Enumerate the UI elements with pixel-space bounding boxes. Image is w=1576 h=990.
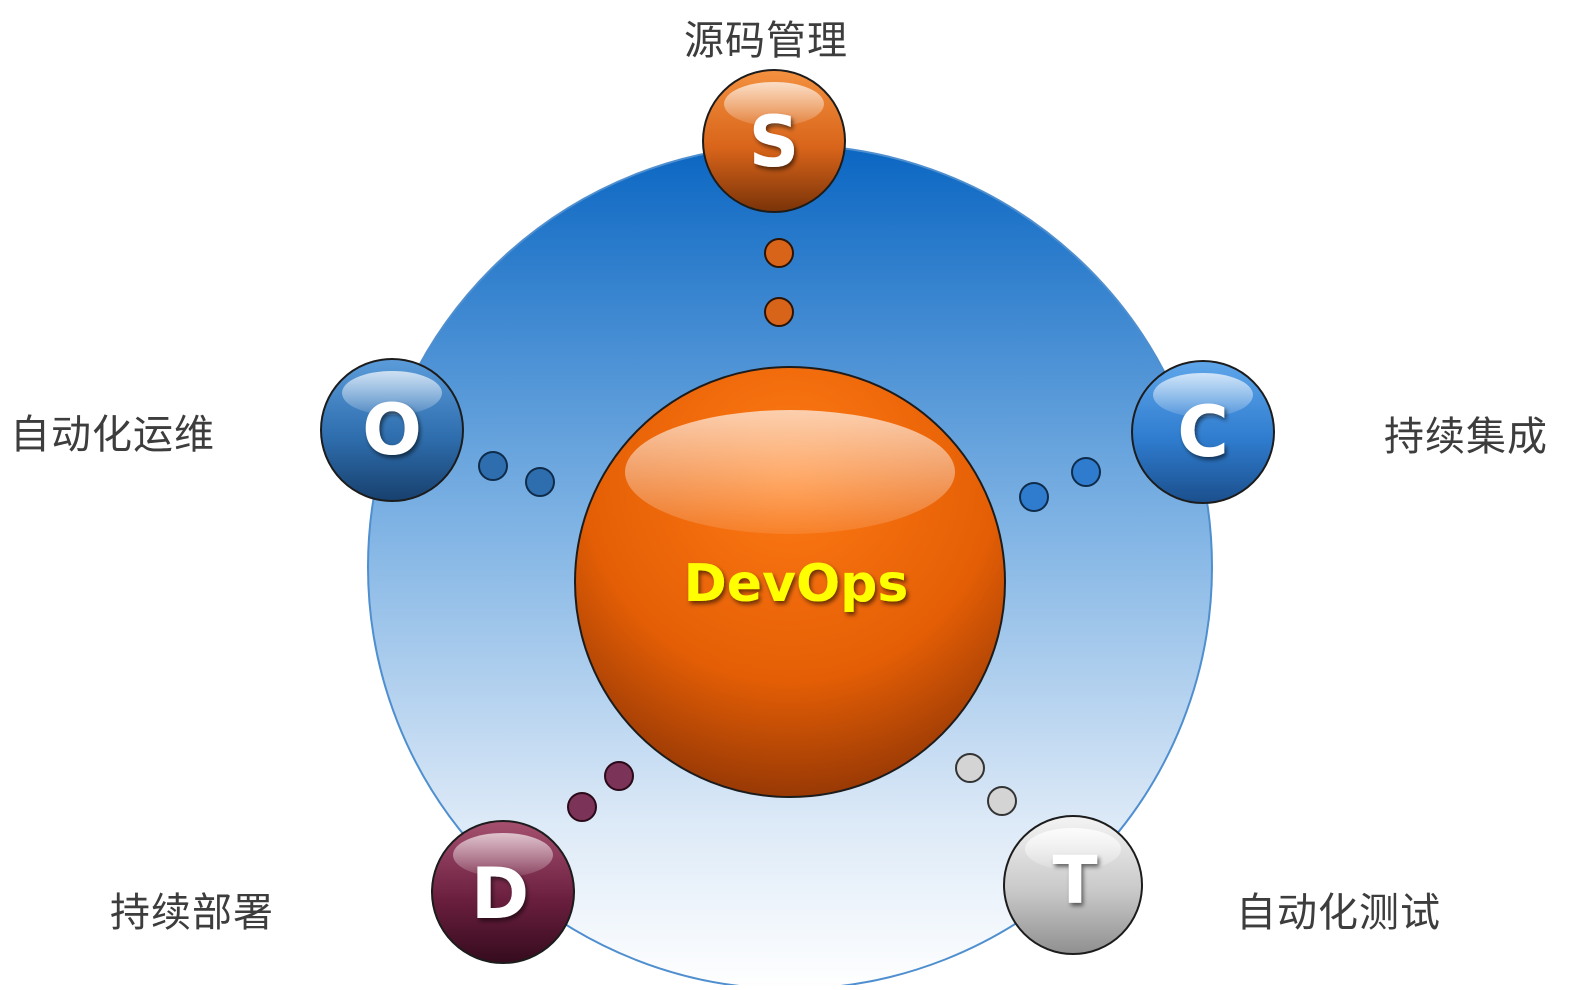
connector-dot [764, 238, 794, 268]
connector-dot [567, 792, 597, 822]
label-continuous-deployment: 持续部署 [110, 890, 274, 936]
connector-dot [604, 761, 634, 791]
node-d-letter: D [471, 853, 529, 935]
node-d: D [431, 820, 575, 964]
node-s-letter: S [749, 101, 799, 183]
node-o-letter: O [362, 389, 422, 471]
connector-dots-s [764, 238, 794, 327]
center-label: DevOps [684, 554, 909, 614]
node-t: T [1003, 815, 1143, 955]
label-continuous-integration: 持续集成 [1384, 414, 1548, 460]
connector-dots-c [1019, 457, 1101, 512]
connector-dot [478, 451, 508, 481]
node-t-letter: T [1052, 842, 1097, 919]
connector-dot [987, 786, 1017, 816]
connector-dots-d [567, 761, 634, 822]
label-automated-ops: 自动化运维 [10, 412, 215, 458]
connector-dots-o [478, 451, 555, 497]
node-c-letter: C [1177, 391, 1228, 473]
connector-dot [1019, 482, 1049, 512]
node-o: O [320, 358, 464, 502]
connector-dot [764, 297, 794, 327]
node-s: S [702, 69, 846, 213]
connector-dot [1071, 457, 1101, 487]
label-source-management: 源码管理 [684, 18, 848, 64]
node-c: C [1131, 360, 1275, 504]
connector-dot [525, 467, 555, 497]
label-automated-testing: 自动化测试 [1236, 890, 1441, 936]
connector-dot [955, 753, 985, 783]
center-sphere: DevOps [574, 366, 1006, 798]
connector-dots-t [955, 753, 1017, 816]
